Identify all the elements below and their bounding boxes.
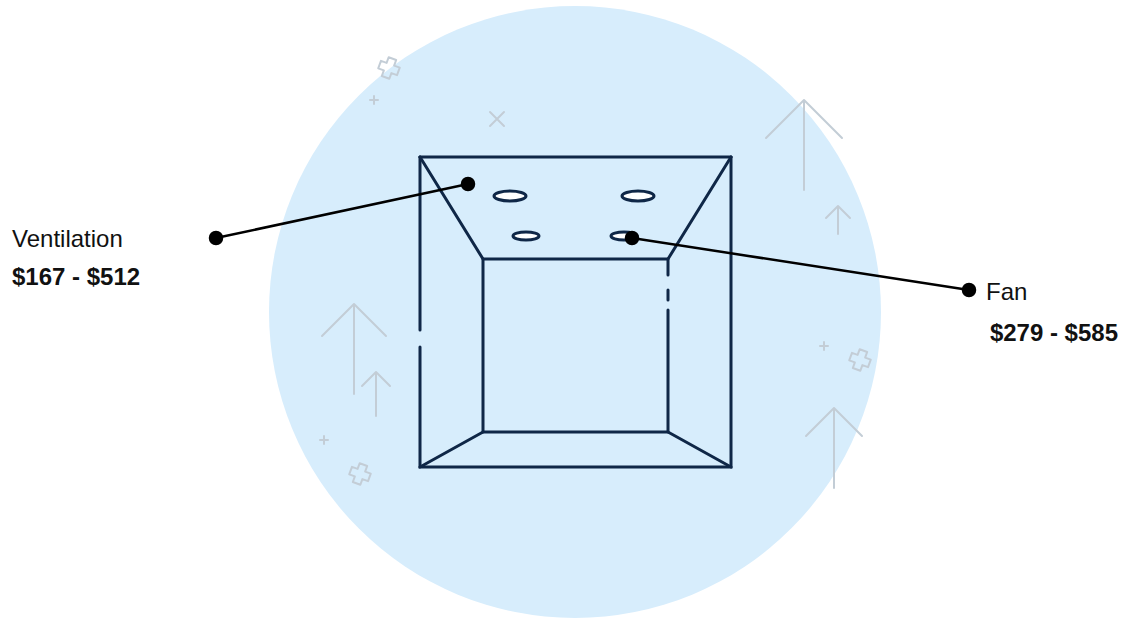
price-range: $167 - $512	[12, 262, 140, 292]
price-range: $279 - $585	[990, 318, 1118, 348]
decorations	[320, 55, 873, 488]
room	[420, 157, 731, 467]
part-name: Fan	[986, 277, 1027, 307]
part-name: Ventilation	[12, 224, 123, 254]
background-circle	[269, 6, 881, 618]
leader-lines	[210, 178, 975, 296]
